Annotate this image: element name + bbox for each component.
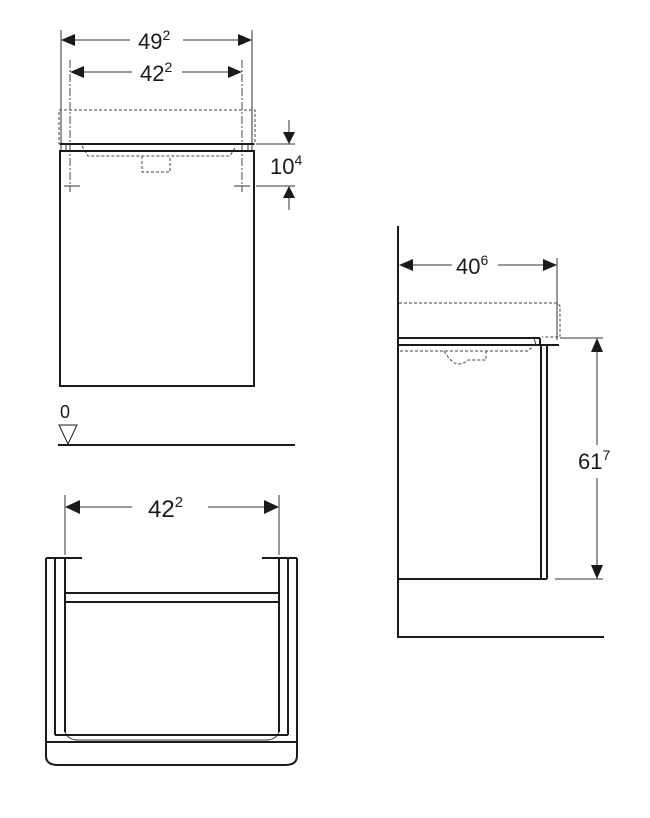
height-value: 61 [578,449,602,474]
top-view: 422 [45,494,298,766]
dimension-overall-width: 492 [60,27,253,150]
dimension-height: 617 [555,337,610,580]
top-inner-width-sup: 2 [175,494,183,511]
svg-text:492: 492 [138,27,170,54]
overall-width-value: 49 [138,29,162,54]
top-height-sup: 4 [294,152,302,168]
dimension-top-height: 104 [256,120,302,210]
depth-sup: 6 [480,252,488,268]
dimension-depth: 406 [399,252,558,340]
svg-text:422: 422 [140,59,172,86]
overall-width-sup: 2 [162,27,170,43]
depth-value: 40 [456,254,480,279]
top-height-value: 10 [270,154,294,179]
svg-text:406: 406 [456,252,488,279]
top-inner-width-value: 42 [148,496,175,523]
floor-level-label: 0 [60,402,70,422]
dimension-inner-width: 422 [69,59,243,192]
side-view: 406 617 [397,226,610,638]
front-view: 492 422 [58,27,302,446]
inner-width-value: 42 [140,61,164,86]
inner-width-sup: 2 [164,59,172,75]
svg-text:104: 104 [270,152,302,179]
dimension-top-inner-width: 422 [64,494,280,555]
svg-text:422: 422 [148,494,183,523]
height-sup: 7 [602,447,610,463]
floor-level-marker: 0 [58,402,295,446]
svg-text:617: 617 [578,447,610,474]
